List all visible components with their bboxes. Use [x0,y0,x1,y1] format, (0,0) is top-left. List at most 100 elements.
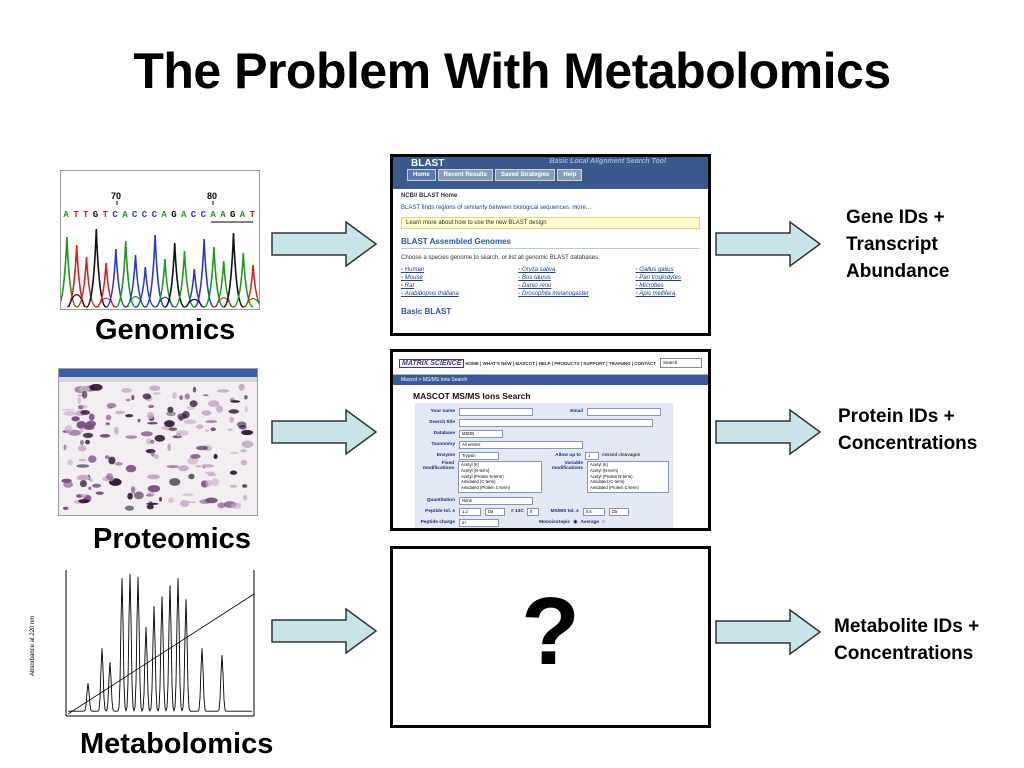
mod-option[interactable]: Acetyl (K) [461,462,480,467]
gel-spot [88,455,97,463]
mod-option[interactable]: Acetyl (Protein N-term) [590,473,633,479]
msms-tol-input[interactable]: 0.6 [582,507,605,516]
missed-cleavages-select[interactable]: 1 [585,451,599,460]
arrow-proteomics-out [715,408,822,456]
fixed-mods-list[interactable]: Acetyl (K) Acetyl (N-term) Acetyl (Prote… [458,461,543,493]
monoisotopic-radio[interactable]: ◉ [573,520,578,525]
gel-spot [63,444,67,451]
gel-spot [99,434,111,438]
quantitation-select[interactable]: None [459,496,533,505]
gel-spot [147,421,158,425]
species-link[interactable]: Bos taurus [518,275,635,281]
unknown-panel: ? [390,546,711,728]
taxonomy-select[interactable]: All entries [459,440,583,449]
svg-text:Absorbance at 220 nm: Absorbance at 220 nm [30,616,36,676]
label-allow-up-to: Allow up to [555,453,581,458]
gel-spot [202,394,209,397]
peptide-charge-select[interactable]: 2+ [459,518,499,527]
matrix-science-logo: MATRIX SCIENCE [399,358,465,368]
search-title-input[interactable] [459,418,653,427]
label-search-title: Search title [429,420,455,425]
gel-spot [176,430,189,436]
your-name-input[interactable] [459,407,533,416]
enzyme-select[interactable]: Trypsin [459,451,499,460]
label-peptide-tol: Peptide tol. ± [425,509,455,514]
gel-spot [159,496,162,502]
gel-spot [180,500,190,507]
gel-spot [150,439,155,444]
gel-spot [82,404,88,409]
mod-option[interactable]: Amidated (Protein C-term) [590,485,639,491]
species-link[interactable]: Drosophila melanogaster [518,291,635,297]
gel-spot [71,416,80,422]
gel-spot [92,483,102,488]
gel-spot [63,481,74,488]
gel-spot [238,383,245,391]
average-radio[interactable]: ○ [602,520,606,525]
gel-spot [205,471,216,475]
13c-select[interactable]: 0 [526,507,539,516]
species-link[interactable]: Mouse [401,275,518,281]
species-link[interactable]: Pan troglodytes [636,275,701,281]
species-link[interactable]: Arabidopsis thaliana [401,291,518,297]
gel-spot [190,454,201,459]
gel-spot [236,421,247,428]
email-input[interactable] [587,407,661,416]
species-link[interactable]: Apis mellifera [636,291,701,297]
mod-option[interactable]: Amidated (C-term) [461,479,496,485]
blast-intro: BLAST finds regions of similarity betwee… [401,205,591,211]
species-link[interactable]: Gallus gallus [636,267,701,273]
tab-help[interactable]: Help [557,169,583,181]
chromatogram-peak [215,297,233,308]
gel-spot [179,395,184,401]
gel-spot [133,491,144,500]
gel-spot [168,497,174,504]
species-link[interactable]: Microbes [636,283,701,289]
gel-spot [153,454,159,459]
gel-spot [230,451,239,455]
sequence-base: C [112,210,118,220]
gel-spot [168,427,178,432]
variable-mods-list[interactable]: Acetyl (K) Acetyl (N-term) Acetyl (Prote… [587,461,669,493]
gel-spot [81,391,88,399]
mascot-nav[interactable]: HOME | WHAT'S NEW | MASCOT | HELP | PROD… [465,360,656,366]
chromatogram-peak [68,294,86,308]
gel-spot [147,474,160,480]
gel-spot [105,414,112,421]
sequence-base: G [230,210,235,220]
mod-option[interactable]: Acetyl (N-term) [461,467,490,473]
sequence-base: C [201,210,207,220]
database-select[interactable]: MSDB [459,429,503,438]
mod-option[interactable]: Amidated (Protein C-term) [461,485,510,491]
tab-recent-results[interactable]: Recent Results [437,169,494,181]
arrow-genomics-in [271,220,378,268]
tab-home[interactable]: Home [407,169,436,181]
blast-heading: BLAST Assembled Genomes [401,237,511,246]
gel-spot [154,434,166,442]
tab-saved-strategies[interactable]: Saved Strategies [495,169,556,181]
chromatogram-peak [156,296,174,308]
gel-spot [164,420,175,428]
mod-option[interactable]: Amidated (C-term) [590,479,625,485]
mod-option[interactable]: Acetyl (Protein N-term) [461,473,504,479]
species-link[interactable]: Human [401,267,518,273]
peptide-tol-input[interactable]: 1.2 [459,507,481,516]
mod-option[interactable]: Acetyl (K) [590,462,609,467]
sequence-base: C [191,210,197,220]
sequence-base: C [152,210,158,220]
species-link[interactable]: Rat [401,283,518,289]
species-link[interactable]: Danio rerio [518,283,635,289]
mod-option[interactable]: Acetyl (N-term) [590,467,619,473]
peptide-unit-select[interactable]: Da [485,507,505,516]
chromatogram-position-70: 70 [111,191,121,201]
gel-spot [240,459,248,466]
chromatogram-peak [97,297,115,308]
blast-note: Learn more about how to use the new BLAS… [401,217,700,229]
mascot-search-input[interactable]: Search [660,358,702,368]
gel-spot [146,438,152,445]
msms-unit-select[interactable]: Da [608,507,629,516]
species-link[interactable]: Oryza sativa [518,267,635,273]
gel-spot [172,392,177,399]
gel-spot [201,410,212,416]
chromatogram-peak [115,240,136,308]
